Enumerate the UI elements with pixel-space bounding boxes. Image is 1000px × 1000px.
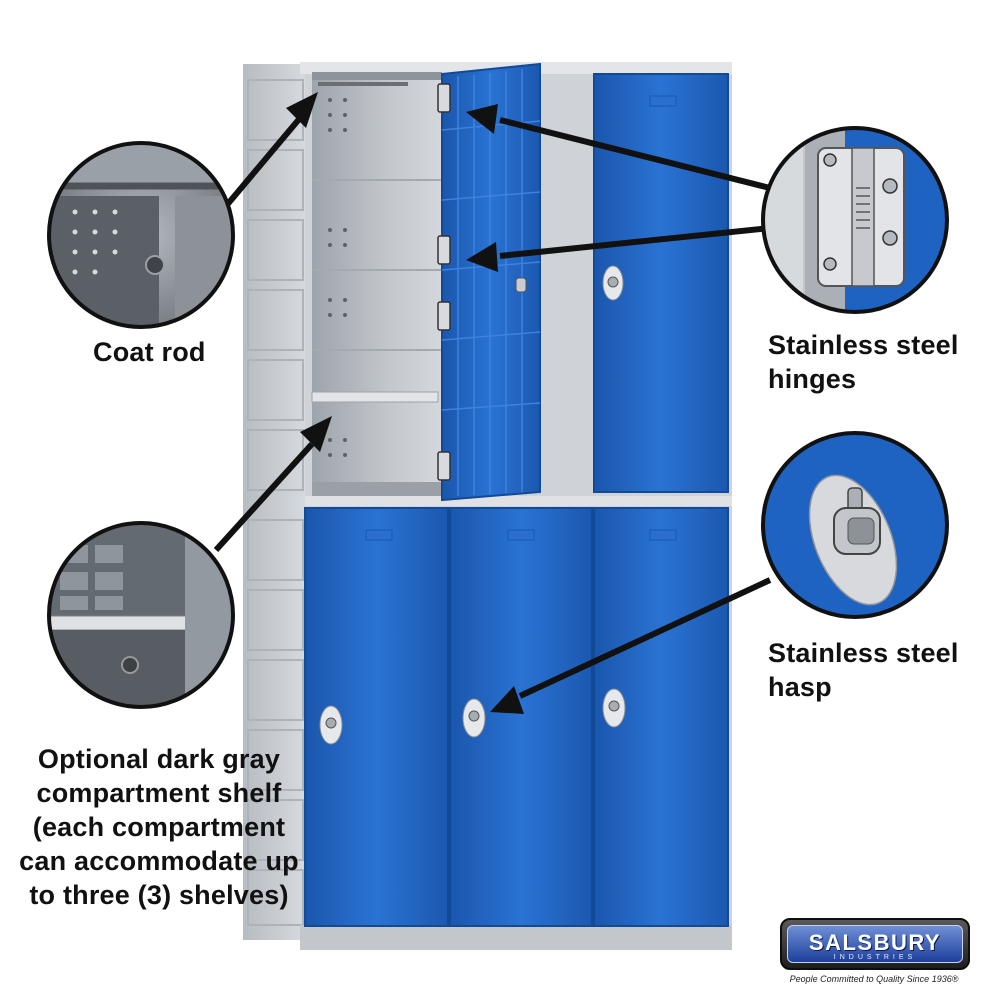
- logo-name: SALSBURY: [808, 930, 942, 955]
- door-top-right: [593, 73, 729, 493]
- label-hinges-line2: hinges: [768, 364, 857, 394]
- label-hinges-line1: Stainless steel: [768, 330, 959, 360]
- tier-divider: [305, 496, 732, 506]
- label-shelf-line5: to three (3) shelves): [29, 880, 289, 910]
- label-hasp: Stainless steel hasp: [768, 636, 959, 704]
- open-compartment-interior: [311, 72, 442, 500]
- label-coat-rod: Coat rod: [93, 337, 206, 367]
- label-shelf-line2: compartment shelf: [36, 778, 282, 808]
- callout-hinges: [761, 126, 949, 314]
- logo-badge: SALSBURY INDUSTRIES: [780, 918, 970, 970]
- open-door: [441, 62, 541, 502]
- door-lock-cylinder: [515, 277, 527, 293]
- label-shelf-line1: Optional dark gray: [37, 744, 281, 774]
- salsbury-logo: SALSBURY INDUSTRIES People Committed to …: [770, 918, 978, 990]
- pointer-arrows: [213, 92, 772, 714]
- callout-compartment-shelf: [47, 521, 235, 709]
- door-bottom-middle: [449, 507, 593, 927]
- logo-inner: SALSBURY INDUSTRIES: [787, 925, 963, 963]
- locker-side-panel: [243, 64, 313, 940]
- door-bottom-left: [304, 507, 449, 927]
- label-hasp-line1: Stainless steel: [768, 638, 959, 668]
- label-compartment-shelf: Optional dark gray compartment shelf (ea…: [18, 742, 300, 912]
- logo-subtitle: INDUSTRIES: [833, 954, 917, 961]
- label-shelf-line3: (each compartment: [32, 812, 286, 842]
- callout-coat-rod: [47, 141, 235, 329]
- callout-hasp: [761, 431, 949, 619]
- door-bottom-right: [593, 507, 729, 927]
- door-hinges: [437, 83, 451, 481]
- locker-base: [300, 925, 732, 950]
- label-hinges: Stainless steel hinges: [768, 328, 959, 396]
- label-shelf-line4: can accommodate up: [19, 846, 299, 876]
- logo-tagline: People Committed to Quality Since 1936®: [789, 974, 959, 984]
- label-hasp-line2: hasp: [768, 672, 832, 702]
- compartment-shelf: [311, 391, 439, 403]
